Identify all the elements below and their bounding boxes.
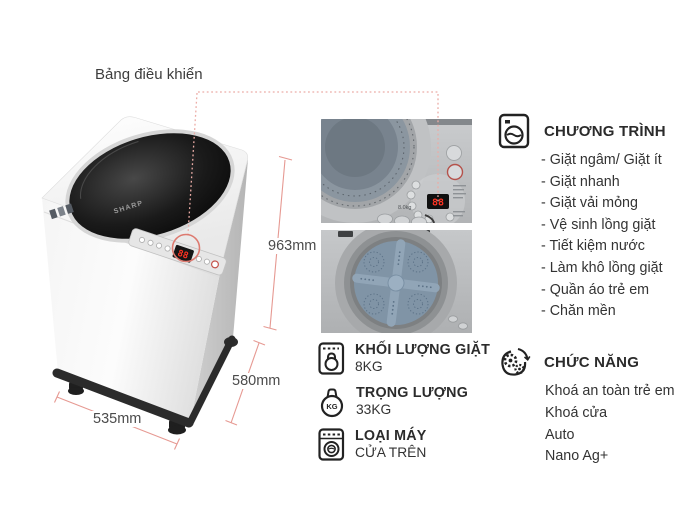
top-load-machine-icon — [318, 428, 345, 461]
width-dimension-label: 535mm — [90, 411, 145, 427]
pulsator-cross — [352, 239, 440, 327]
program-item: - Giặt nhanh — [541, 173, 620, 190]
spec-value: 8KG — [355, 359, 383, 374]
program-item: - Giặt vải mỏng — [541, 195, 638, 212]
spec-weight: KG TRỌNG LƯỢNG 33KG — [318, 385, 468, 418]
depth-dimension-label: 580mm — [229, 373, 284, 389]
weight-icon-text: KG — [326, 402, 337, 411]
washing-machine-icon — [498, 113, 530, 149]
spec-value: CỬA TRÊN — [355, 445, 427, 460]
function-item: Khoá cửa — [545, 404, 608, 421]
wash-capacity-icon — [318, 342, 345, 375]
spec-title: LOẠI MÁY — [355, 428, 427, 444]
spec-wash-capacity: KHỐI LƯỢNG GIẶT 8KG — [318, 342, 490, 375]
weight-icon: KG — [320, 388, 344, 418]
functions-list: Khoá an toàn trẻ em Khoá cửa Auto Nano A… — [545, 381, 675, 468]
energy-stickers — [49, 203, 74, 220]
spec-machine-type: LOẠI MÁY CỬA TRÊN — [318, 428, 427, 461]
program-item: - Tiết kiệm nước — [541, 238, 645, 255]
gears-icon — [501, 348, 531, 376]
drum-photo — [321, 230, 472, 333]
functions-title: CHỨC NĂNG — [544, 353, 640, 371]
height-dimension-label: 963mm — [265, 238, 320, 254]
photo-display: 88 — [432, 198, 444, 209]
spec-title: KHỐI LƯỢNG GIẶT — [355, 342, 491, 358]
function-item: Khoá an toàn trẻ em — [545, 383, 675, 399]
program-item: - Giặt ngâm/ Giặt ít — [541, 152, 662, 168]
programs-title: CHƯƠNG TRÌNH — [544, 122, 666, 140]
drum-photo-art — [321, 230, 472, 333]
program-item: - Chăn mền — [541, 303, 616, 320]
spec-value: 33KG — [356, 402, 392, 417]
programs-section: CHƯƠNG TRÌNH - Giặt ngâm/ Giặt ít - Giặt… — [498, 113, 666, 323]
program-item: - Vệ sinh lồng giặt — [541, 216, 656, 233]
capacity-badge: 8.0kg — [398, 205, 411, 211]
function-item: Nano Ag+ — [545, 448, 609, 465]
programs-list: - Giặt ngâm/ Giặt ít - Giặt nhanh - Giặt… — [541, 150, 666, 323]
control-panel-photo-art: 88 8.0kg — [321, 119, 472, 223]
program-item: - Làm khô lồng giặt — [541, 259, 663, 276]
program-item: - Quần áo trẻ em — [541, 281, 650, 298]
spec-title: TRỌNG LƯỢNG — [356, 385, 469, 401]
functions-section: CHỨC NĂNG Khoá an toàn trẻ em Khoá cửa A… — [498, 346, 675, 468]
control-panel-photo: 88 8.0kg — [321, 119, 472, 223]
machine-body: SHARP 88 — [41, 116, 249, 435]
function-item: Auto — [545, 426, 575, 443]
control-panel-label: Bảng điều khiển — [95, 66, 203, 83]
